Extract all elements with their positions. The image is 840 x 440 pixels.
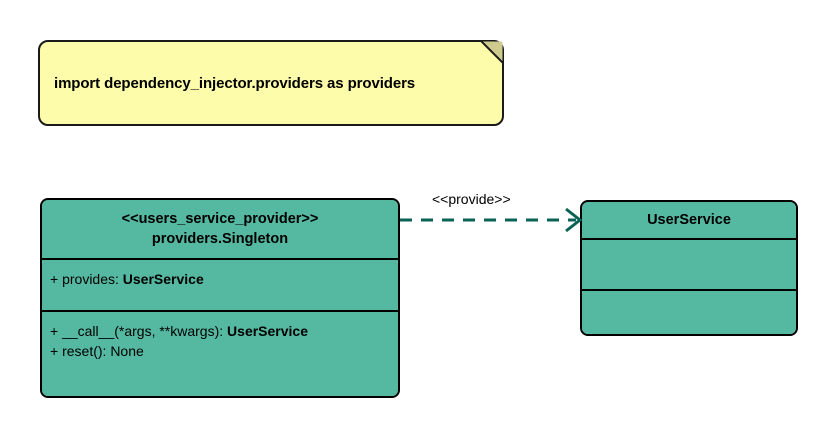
- operation-visibility: +: [50, 323, 59, 339]
- relationship-label: <<provide>>: [432, 191, 511, 207]
- class-operations-compartment: + __call__(*args, **kwargs): UserService…: [42, 310, 398, 396]
- class-name: UserService: [647, 212, 731, 228]
- attribute-row: + provides: UserService: [50, 269, 398, 289]
- note-box[interactable]: import dependency_injector.providers as …: [38, 40, 504, 126]
- note-text: import dependency_injector.providers as …: [54, 74, 416, 92]
- class-name: providers.Singleton: [151, 231, 289, 247]
- operation-name: reset():: [62, 343, 107, 359]
- class-stereotype: <<users_service_provider>>: [121, 211, 319, 227]
- class-attributes-compartment: [582, 238, 796, 289]
- class-header-user-service: UserService: [582, 202, 796, 238]
- operation-return-type: None: [110, 343, 144, 359]
- class-box-users-service-provider[interactable]: <<users_service_provider>> providers.Sin…: [40, 198, 400, 398]
- class-header-users-service-provider: <<users_service_provider>> providers.Sin…: [42, 200, 398, 258]
- operation-name: __call__(*args, **kwargs):: [62, 323, 224, 339]
- operation-row: + __call__(*args, **kwargs): UserService: [50, 321, 398, 341]
- attribute-name: provides:: [62, 271, 119, 287]
- class-operations-compartment: [582, 289, 796, 334]
- note-fold-corner-icon: [481, 41, 503, 63]
- class-attributes-compartment: + provides: UserService: [42, 258, 398, 310]
- attribute-visibility: +: [50, 271, 59, 287]
- relationship-provide[interactable]: [398, 186, 588, 234]
- operation-row: + reset(): None: [50, 341, 398, 361]
- operation-return-type: UserService: [227, 323, 308, 339]
- operation-visibility: +: [50, 343, 59, 359]
- class-box-user-service[interactable]: UserService: [580, 200, 798, 336]
- attribute-type: UserService: [122, 271, 204, 287]
